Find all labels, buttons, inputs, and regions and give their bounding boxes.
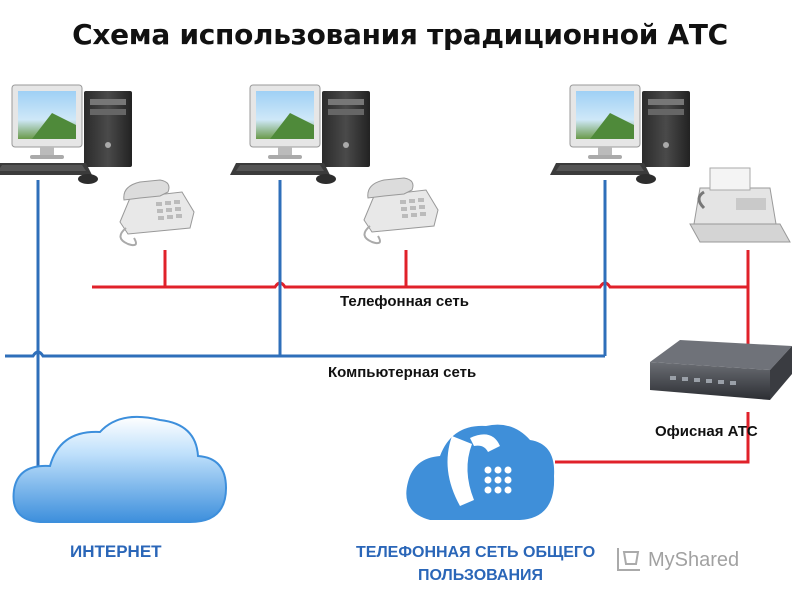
telephone-icon (364, 178, 438, 243)
pbx-device-icon (650, 340, 792, 400)
computer-icon (230, 85, 370, 184)
pstn-cloud-icon (406, 425, 554, 520)
computer-icon (0, 85, 132, 184)
pstn-label-line1: ТЕЛЕФОННАЯ СЕТЬ ОБЩЕГО (356, 544, 595, 561)
telephone-icon (120, 180, 194, 245)
computer-network-lines (5, 180, 605, 470)
phone-network-label: Телефонная сеть (340, 293, 469, 310)
computer-network-label: Компьютерная сеть (328, 364, 476, 381)
cloud-icon (14, 417, 226, 522)
internet-label: ИНТЕРНЕТ (70, 542, 162, 561)
watermark: MyShared (618, 548, 739, 571)
computer-icon (550, 85, 690, 184)
pstn-label-line2: ПОЛЬЗОВАНИЯ (418, 567, 543, 584)
watermark-text: MyShared (648, 549, 739, 571)
fax-icon (690, 168, 790, 242)
office-pbx-label: Офисная АТС (655, 423, 758, 440)
